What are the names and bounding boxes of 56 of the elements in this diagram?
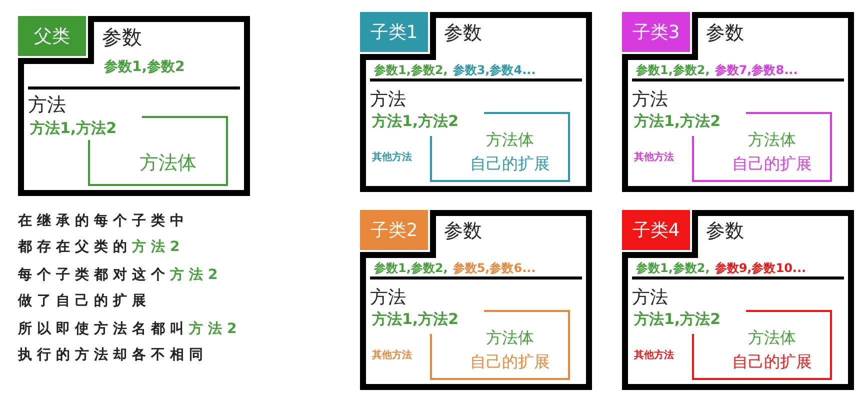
parameter-list: 参数9,参数10... [714,260,806,277]
method-list: 方法1,方法2 [634,112,721,131]
explanation-text: 做了自己的扩展 [18,293,151,309]
method-body-text: 自己的扩展 [731,352,813,373]
parameter-list: 参数1,参数2, [374,260,448,277]
class-name-tag: 父类 [18,16,86,56]
section-heading: 参数 [706,219,744,244]
parameter-list: 参数1,参数2, [636,260,710,277]
method-body-text: 方法体 [485,328,535,349]
section-heading: 方法 [28,93,66,118]
explanation-text: 在继承的每个子类中 [18,213,189,229]
explanation-text: 方法2 [132,239,185,255]
parameter-list: 参数3,参数4... [452,62,536,79]
section-heading: 参数 [444,21,482,46]
method-list: 方法1,方法2 [372,112,459,131]
class-name-tag: 子类1 [360,12,428,52]
section-heading: 方法 [632,286,668,309]
explanation-text: 方法2 [189,321,242,337]
section-heading: 方法 [632,88,668,111]
method-note: 其他方法 [372,150,412,164]
explanation-text: 执行的方法却各不相同 [18,347,208,363]
class-card [622,12,854,192]
parameter-list: 参数1,参数2, [636,62,710,79]
class-name-tag: 子类4 [622,210,690,250]
method-list: 方法1,方法2 [634,310,721,329]
method-body-text: 自己的扩展 [469,352,551,373]
class-card [360,210,592,390]
class-card [18,16,250,196]
parameter-list: 参数7,参数8... [714,62,798,79]
section-heading: 参数 [444,219,482,244]
explanation-text: 所以即使方法名都叫 [18,321,189,337]
section-heading: 方法 [370,88,406,111]
method-body-text: 方法体 [485,130,535,151]
parameter-list: 参数1,参数2 [104,58,185,76]
section-heading: 方法 [370,286,406,309]
class-name-tag: 子类3 [622,12,690,52]
method-note: 其他方法 [634,150,674,164]
method-body-text: 方法体 [747,328,797,349]
method-body-text: 自己的扩展 [469,154,551,175]
explanation-text: 都存在父类的 [18,239,132,255]
explanation-text: 方法2 [170,267,223,283]
class-card [360,12,592,192]
explanation-text: 每个子类都对这个 [18,267,170,283]
section-heading: 参数 [706,21,744,46]
method-body-text: 方法体 [747,130,797,151]
section-heading: 参数 [102,24,142,51]
method-note: 其他方法 [634,348,674,362]
parameter-list: 参数5,参数6... [452,260,536,277]
method-body-text: 方法体 [138,151,198,176]
class-card [622,210,854,390]
method-list: 方法1,方法2 [372,310,459,329]
method-body-text: 自己的扩展 [731,154,813,175]
method-note: 其他方法 [372,348,412,362]
class-name-tag: 子类2 [360,210,428,250]
method-list: 方法1,方法2 [30,119,117,138]
parameter-list: 参数1,参数2, [374,62,448,79]
